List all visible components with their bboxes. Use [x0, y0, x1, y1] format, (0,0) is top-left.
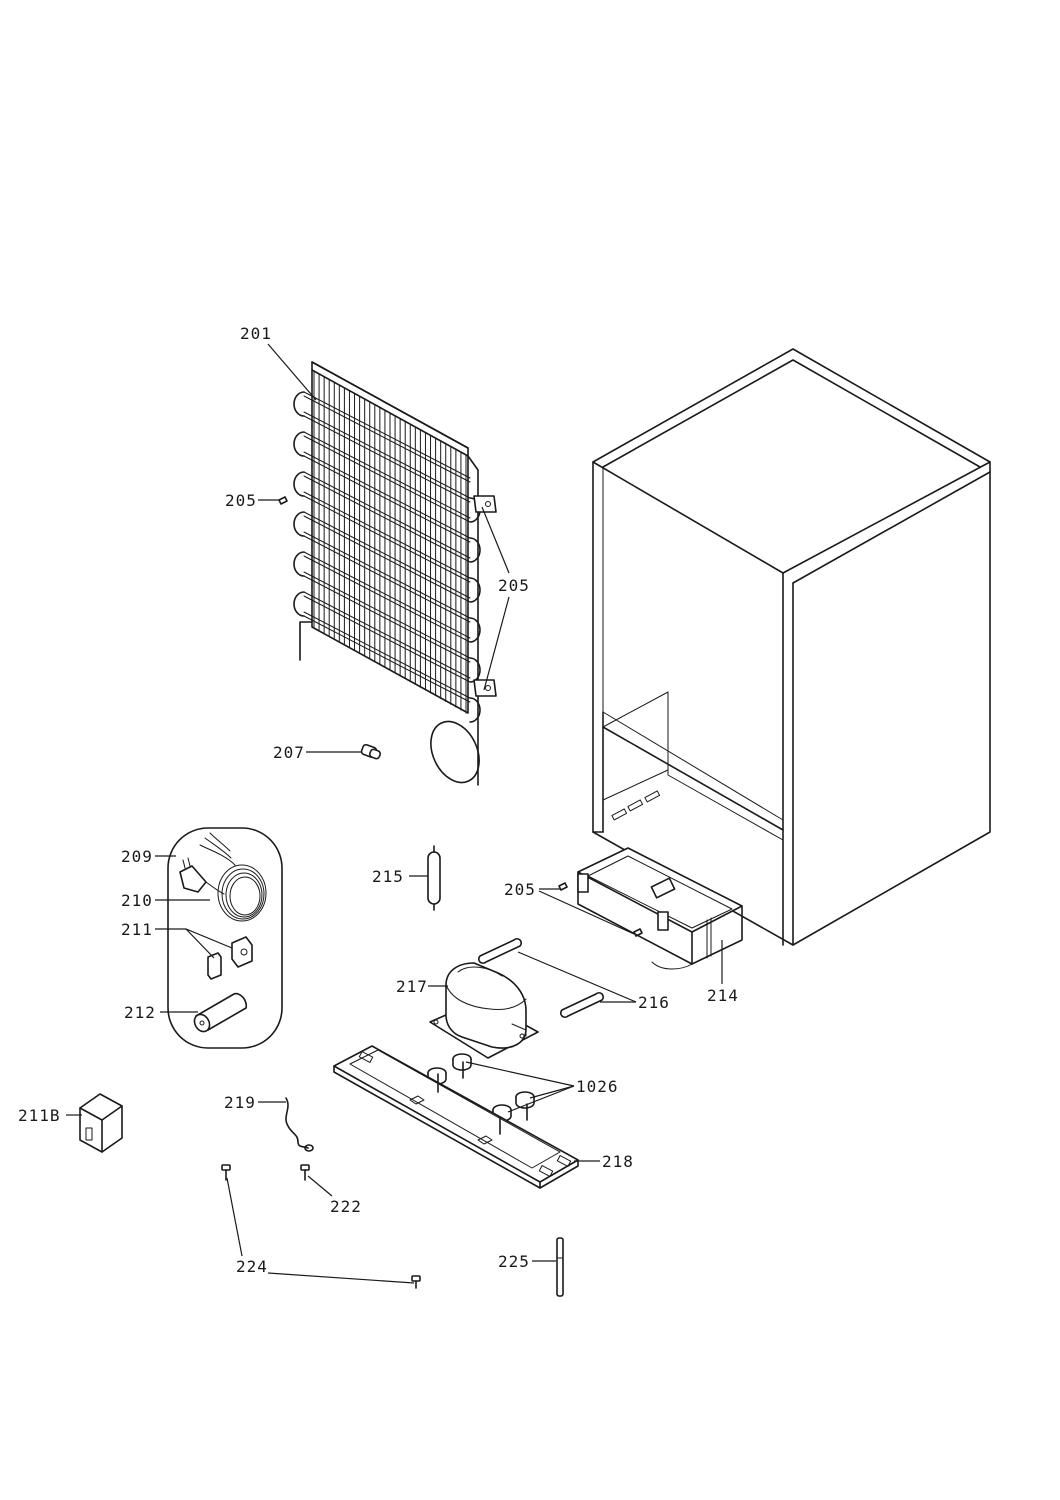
screw-224-icon [221, 1164, 421, 1289]
label-1026: 1026 [576, 1077, 619, 1096]
cabinet-body [592, 348, 991, 946]
label-210: 210 [121, 891, 153, 910]
earth-wire-219-icon [285, 1097, 314, 1152]
label-207: 207 [273, 743, 305, 762]
label-205-right: 205 [498, 576, 530, 595]
label-217: 217 [396, 977, 428, 996]
compressor-base-plate-218-icon [333, 1045, 579, 1189]
label-219: 219 [224, 1093, 256, 1112]
power-plug-icon [179, 857, 225, 895]
compressor-clip-216-icon [477, 937, 605, 1019]
relay-211-icon [207, 936, 253, 980]
compressor-217-icon [429, 962, 539, 1059]
label-201: 201 [240, 324, 272, 343]
condenser-coil [293, 361, 497, 786]
label-205-tray: 205 [504, 880, 536, 899]
part-number-labels: 201 205 205 207 209 210 211 212 211B 215… [18, 324, 739, 1276]
label-212: 212 [124, 1003, 156, 1022]
leader-lines [66, 343, 723, 1284]
screw-222-icon [300, 1164, 310, 1181]
label-215: 215 [372, 867, 404, 886]
filter-drier-215-icon [427, 845, 441, 911]
electrical-parts-group [167, 827, 283, 1049]
condenser-bracket-top [473, 495, 497, 513]
rubber-grommets-1026-icon [427, 1053, 535, 1122]
capacitor-212-icon [193, 992, 248, 1033]
service-tube-225-icon [556, 1237, 564, 1297]
label-209: 209 [121, 847, 153, 866]
label-218: 218 [602, 1152, 634, 1171]
label-205-left: 205 [225, 491, 257, 510]
label-222: 222 [330, 1197, 362, 1216]
evaporation-tray-214-icon [577, 847, 743, 970]
relay-cover-211b-icon [79, 1093, 123, 1153]
pipe-connector-207-icon [360, 743, 382, 760]
label-224: 224 [236, 1257, 268, 1276]
screw-205-icon [278, 496, 288, 505]
label-225: 225 [498, 1252, 530, 1271]
power-cord-coil-icon [199, 832, 267, 922]
label-216: 216 [638, 993, 670, 1012]
label-211: 211 [121, 920, 153, 939]
label-211b: 211B [18, 1106, 61, 1125]
label-214: 214 [707, 986, 739, 1005]
